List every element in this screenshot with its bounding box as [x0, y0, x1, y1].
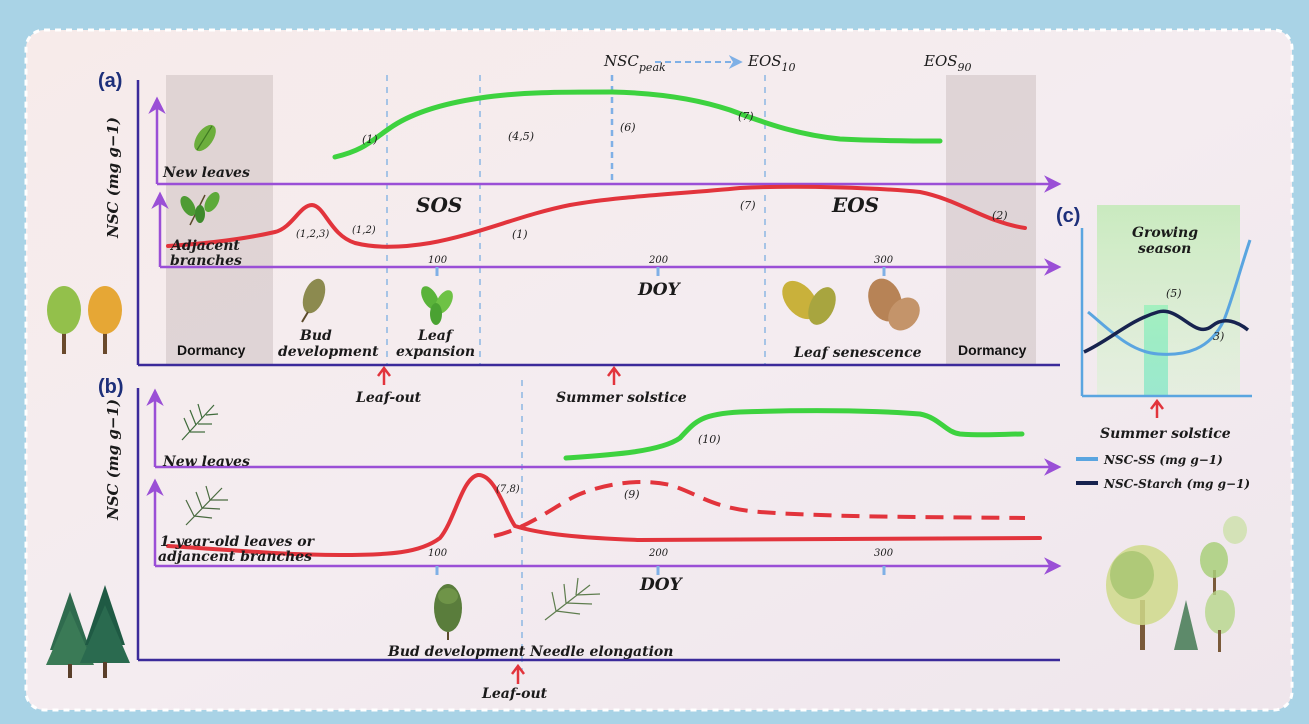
- tick-label-a-300: 300: [874, 255, 894, 266]
- tick-label-b-100: 100: [428, 548, 448, 559]
- stage-bud-2: development: [278, 344, 379, 360]
- panel-b-new-leaves-curve: [563, 408, 1025, 461]
- panel-c-starch-curve: [1083, 309, 1250, 354]
- tick-label-a-100: 100: [428, 255, 448, 266]
- leaf-out-a-label: Leaf-out: [355, 390, 422, 406]
- panel-a-label: (a): [98, 70, 122, 92]
- needle-sprig-icon: [544, 577, 601, 621]
- solstice-c-label: Summer solstice: [1100, 426, 1231, 442]
- panel-c-ss-curve: [1087, 239, 1252, 356]
- stage-leaf-exp-2: expansion: [396, 344, 475, 360]
- growing-season-label-1: Growing: [1132, 225, 1198, 241]
- tick-label-b-300: 300: [874, 548, 894, 559]
- tick-label-a-200: 200: [648, 255, 669, 266]
- annot-a-green-3: (6): [620, 121, 636, 134]
- adjacent-branch-icon: [180, 192, 220, 226]
- stage-leaf-exp-1: Leaf: [417, 328, 455, 344]
- panel-b-old-label-1: 1-year-old leaves or: [160, 534, 316, 550]
- deciduous-tree-orange-icon: [88, 286, 122, 354]
- deciduous-tree-green-icon: [47, 286, 81, 354]
- stage-b-bud: Bud development: [387, 644, 526, 660]
- solstice-a-arrow-icon: [607, 365, 621, 385]
- stage-senescence: Leaf senescence: [793, 345, 922, 361]
- solstice-band: [1144, 305, 1168, 395]
- annot-a-green-1: (1): [362, 133, 378, 146]
- watercolor-trees-icon: [1106, 516, 1247, 652]
- annot-a-green-2: (4,5): [508, 130, 534, 143]
- sos-label: SOS: [416, 193, 462, 217]
- annot-a-red-4: (7): [740, 199, 756, 212]
- panel-b-old-label-2: adjancent branches: [158, 549, 312, 565]
- panel-a-adjacent-branches-curve: [166, 184, 1027, 249]
- bud-icon: [301, 278, 326, 323]
- eos90-label: EOS90: [923, 52, 972, 74]
- panel-a-new-leaves-label: New leaves: [162, 165, 250, 181]
- growing-season-band: [1097, 205, 1240, 395]
- solstice-a-label: Summer solstice: [556, 390, 687, 406]
- panel-a-adjacent-label-2: branches: [170, 253, 242, 269]
- growing-season-label-2: season: [1138, 241, 1191, 257]
- panel-c-label: (c): [1056, 205, 1080, 227]
- stage-bud-1: Bud: [299, 328, 332, 344]
- panel-a-new-leaves-curve: [332, 89, 943, 160]
- panel-b-label: (b): [98, 376, 124, 398]
- pine-branch-icon: [185, 485, 228, 526]
- panel-b-new-leaves-label: New leaves: [162, 454, 250, 470]
- leaf-out-a-arrow-icon: [377, 365, 391, 385]
- nsc-peak-label: NSCpeak: [603, 52, 666, 74]
- stage-b-needle: Needle elongation: [529, 644, 673, 660]
- pine-needle-icon: [181, 403, 219, 441]
- solstice-c-arrow-icon: [1150, 398, 1164, 418]
- annot-a-red-2: (1,2): [352, 225, 376, 236]
- panel-b-old-leaves-curve: [166, 473, 1042, 558]
- panel-b-doy-label: DOY: [639, 575, 684, 595]
- panel-a-doy-label: DOY: [637, 280, 682, 300]
- annot-a-red-1: (1,2,3): [296, 229, 329, 240]
- annot-b-3: (9): [624, 488, 640, 501]
- panel-b-y-axis-label: NSC (mg g−1): [104, 399, 122, 521]
- annot-c-1: (5): [1166, 287, 1182, 300]
- legend-starch-label: NSC-Starch (mg g−1): [1103, 477, 1250, 491]
- annot-c-2: 3): [1213, 330, 1224, 343]
- stage-dormancy-left: Dormancy: [177, 342, 246, 358]
- conifer-tree-icon-1: [46, 592, 94, 678]
- leaf-expansion-icon: [421, 286, 453, 325]
- annot-a-red-5: (2): [992, 209, 1008, 222]
- tick-label-b-200: 200: [648, 548, 669, 559]
- annot-a-red-3: (1): [512, 228, 528, 241]
- pine-cone-icon: [434, 584, 462, 640]
- panel-a-adjacent-label-1: Adjacent: [169, 238, 240, 254]
- new-leaf-icon: [194, 124, 216, 152]
- stage-dormancy-right: Dormancy: [958, 342, 1027, 358]
- eos10-label: EOS10: [747, 52, 796, 74]
- senescent-leaves-icon: [782, 278, 920, 331]
- annot-b-1: (10): [698, 433, 721, 446]
- annot-b-2: (7,8): [496, 484, 520, 495]
- panel-b-dashed-curve: [493, 479, 1026, 538]
- panel-a-y-axis-label: NSC (mg g−1): [104, 117, 122, 239]
- eos-label: EOS: [831, 193, 879, 217]
- legend-ss-label: NSC-SS (mg g−1): [1103, 453, 1223, 467]
- leaf-out-b-arrow-icon: [511, 663, 525, 684]
- annot-a-green-4: (7): [738, 110, 754, 123]
- leaf-out-b-label: Leaf-out: [481, 686, 548, 702]
- dormancy-band-left: [166, 75, 273, 365]
- conifer-tree-icon-2: [80, 585, 130, 678]
